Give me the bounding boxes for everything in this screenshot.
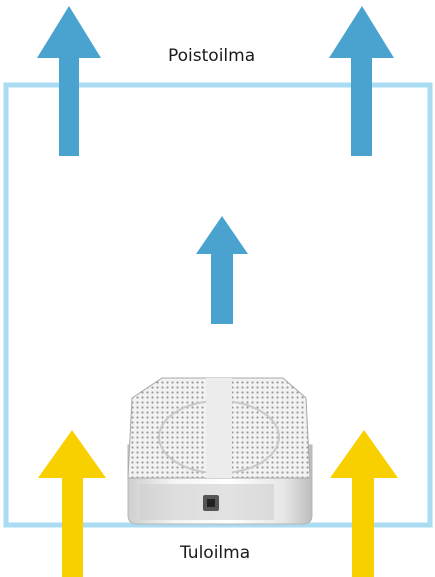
supply-air-label: Tuloilma [180, 543, 250, 563]
supply-arrow-left-icon [38, 430, 106, 577]
air-purifier-device [128, 378, 312, 524]
supply-arrow-right-icon [330, 430, 398, 577]
exhaust-arrow-right-icon [329, 6, 394, 156]
exhaust-air-label: Poistoilma [168, 46, 255, 66]
exhaust-arrow-left-icon [37, 6, 101, 156]
internal-airflow-arrow-icon [196, 216, 248, 324]
